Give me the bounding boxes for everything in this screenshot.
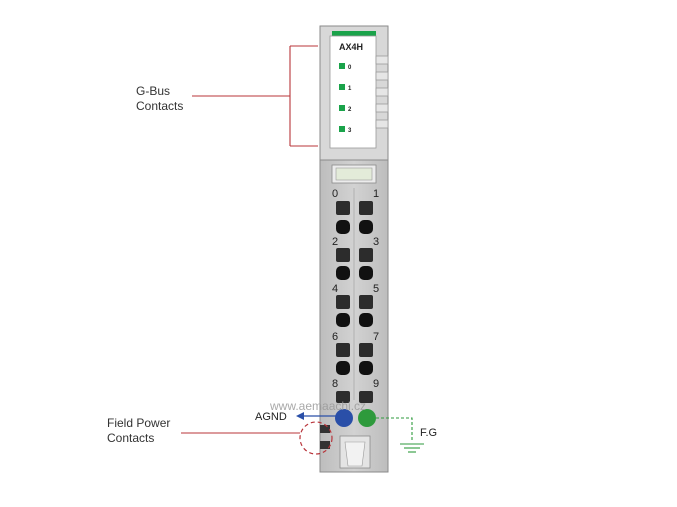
field-power-label-line2: Contacts xyxy=(107,431,155,445)
agnd-terminal xyxy=(335,409,353,427)
terminal-label: 5 xyxy=(373,283,379,295)
terminal-wire-entry xyxy=(336,361,350,375)
module-label-panel xyxy=(329,35,377,149)
led-label: 3 xyxy=(348,128,352,134)
terminal-wire-entry xyxy=(336,313,350,327)
terminal-wire-entry xyxy=(336,220,350,234)
terminal-label: 1 xyxy=(373,188,379,200)
terminal-release-slot xyxy=(336,295,350,309)
agnd-label: AGND xyxy=(255,411,287,423)
gbus-callout-label: G-Bus Contacts xyxy=(136,84,183,114)
led-indicator xyxy=(339,84,345,90)
bottom-release-tab-detail xyxy=(344,441,366,467)
module-top-strip xyxy=(332,31,376,36)
terminal-release-slot xyxy=(336,201,350,215)
led-label: 2 xyxy=(348,107,352,113)
terminal-release-slot xyxy=(336,248,350,262)
fg-label: F.G xyxy=(420,427,437,439)
gbus-label-line1: G-Bus xyxy=(136,84,171,98)
terminal-release-slot xyxy=(336,391,350,403)
terminal-wire-entry xyxy=(336,266,350,280)
field-power-callout-circle xyxy=(299,421,333,455)
terminal-wire-entry xyxy=(359,361,373,375)
terminal-labels: 0 1 2 3 4 5 6 7 8 9 xyxy=(332,188,379,390)
terminal-release-slot xyxy=(359,201,373,215)
module-name: AX4H xyxy=(339,42,363,52)
led-column: 0 1 2 3 xyxy=(339,63,352,134)
led-indicator xyxy=(339,126,345,132)
terminal-block xyxy=(336,201,373,403)
gbus-callout xyxy=(192,45,318,147)
terminal-label: 3 xyxy=(373,236,379,248)
terminal-label: 4 xyxy=(332,283,338,295)
terminal-release-slot xyxy=(359,248,373,262)
led-indicator xyxy=(339,105,345,111)
terminal-release-slot xyxy=(359,295,373,309)
terminal-label: 7 xyxy=(373,331,379,343)
field-power-pin xyxy=(320,441,330,449)
agnd-arrow-head xyxy=(296,412,304,420)
terminal-label: 9 xyxy=(373,378,379,390)
terminal-release-slot xyxy=(336,343,350,357)
terminal-label: 0 xyxy=(332,188,338,200)
terminal-wire-entry xyxy=(359,220,373,234)
led-label: 1 xyxy=(348,86,352,92)
field-power-pin xyxy=(320,425,330,433)
led-indicator xyxy=(339,63,345,69)
terminal-label: 2 xyxy=(332,236,338,248)
terminal-wire-entry xyxy=(359,313,373,327)
field-power-label-line1: Field Power xyxy=(107,416,171,430)
gbus-label-line2: Contacts xyxy=(136,99,184,113)
release-latch-inner xyxy=(335,167,373,181)
fg-terminal xyxy=(358,409,376,427)
led-label: 0 xyxy=(348,65,352,71)
terminal-release-slot xyxy=(359,343,373,357)
field-power-callout-label: Field Power Contacts xyxy=(107,416,170,446)
watermark: www.aemaachi.cz xyxy=(269,399,366,413)
fg-ground-symbol xyxy=(376,417,424,453)
terminal-wire-entry xyxy=(359,266,373,280)
terminal-release-slot xyxy=(359,391,373,403)
terminal-label: 6 xyxy=(332,331,338,343)
right-ribs xyxy=(375,55,389,129)
terminal-label: 8 xyxy=(332,378,338,390)
